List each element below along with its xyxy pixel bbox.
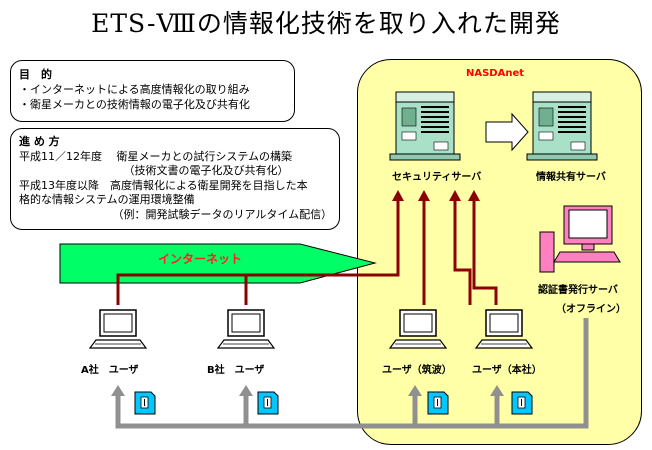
- user-hq-label: ユーザ（本社）: [472, 365, 542, 376]
- cert-tsukuba-icon: [427, 391, 449, 415]
- purpose-item: ・衛星メーカとの技術情報の電子化及び共有化: [19, 98, 250, 111]
- cert-arrowheads: [111, 385, 504, 396]
- link-lines: [116, 198, 498, 305]
- internet-label: インターネット: [158, 252, 243, 266]
- nasdanet-label: NASDAnet: [466, 68, 525, 79]
- user-b-pc-icon: [217, 309, 275, 349]
- purpose-heading: 目 的: [19, 68, 52, 81]
- internet-arrow: [59, 243, 377, 284]
- cert-a-icon: [134, 391, 156, 415]
- progress-line: 平成13年度以降 高度情報化による衛星開発を目指した本: [19, 178, 308, 192]
- user-hq-pc-icon: [475, 309, 533, 349]
- purpose-box: 目 的 ・インターネットによる高度情報化の取り組み ・衛星メーカとの技術情報の電…: [10, 60, 295, 122]
- purpose-item: ・インターネットによる高度情報化の取り組み: [19, 83, 250, 96]
- progress-line: （例：開発試験データのリアルタイム配信）: [19, 207, 333, 221]
- offline-label: （オフライン）: [556, 304, 626, 315]
- cert-b-icon: [257, 391, 279, 415]
- user-tsukuba-pc-icon: [389, 309, 447, 349]
- link-arrowheads: [392, 190, 480, 201]
- info-server-label: 情報共有サーバ: [536, 172, 606, 183]
- cert-lines: [115, 318, 589, 429]
- progress-line: 格的な情報システムの運用環境整備: [19, 193, 195, 206]
- user-a-label: A社 ユーザ: [81, 365, 139, 376]
- progress-line: （技術文書の電子化及び共有化）: [19, 164, 289, 177]
- info-server-icon: [526, 91, 598, 161]
- user-tsukuba-label: ユーザ（筑波）: [382, 365, 452, 376]
- cert-hq-icon: [511, 391, 533, 415]
- security-server-label: セキュリティサーバ: [392, 172, 482, 183]
- server-to-server-arrow: [485, 112, 529, 152]
- progress-heading: 進 め 方: [19, 135, 60, 148]
- progress-line: 平成11／12年度 衛星メーカとの試行システムの構築: [19, 149, 293, 163]
- user-b-label: B社 ユーザ: [207, 365, 265, 376]
- progress-box: 進 め 方 平成11／12年度 衛星メーカとの試行システムの構築 （技術文書の電…: [10, 128, 340, 230]
- page-title: ETS-Ⅷの情報化技術を取り入れた開発: [91, 9, 561, 38]
- user-a-pc-icon: [89, 309, 147, 349]
- cert-server-icon: [539, 205, 621, 273]
- cert-server-label: 認証書発行サーバ: [538, 285, 618, 296]
- security-server-icon: [389, 91, 461, 161]
